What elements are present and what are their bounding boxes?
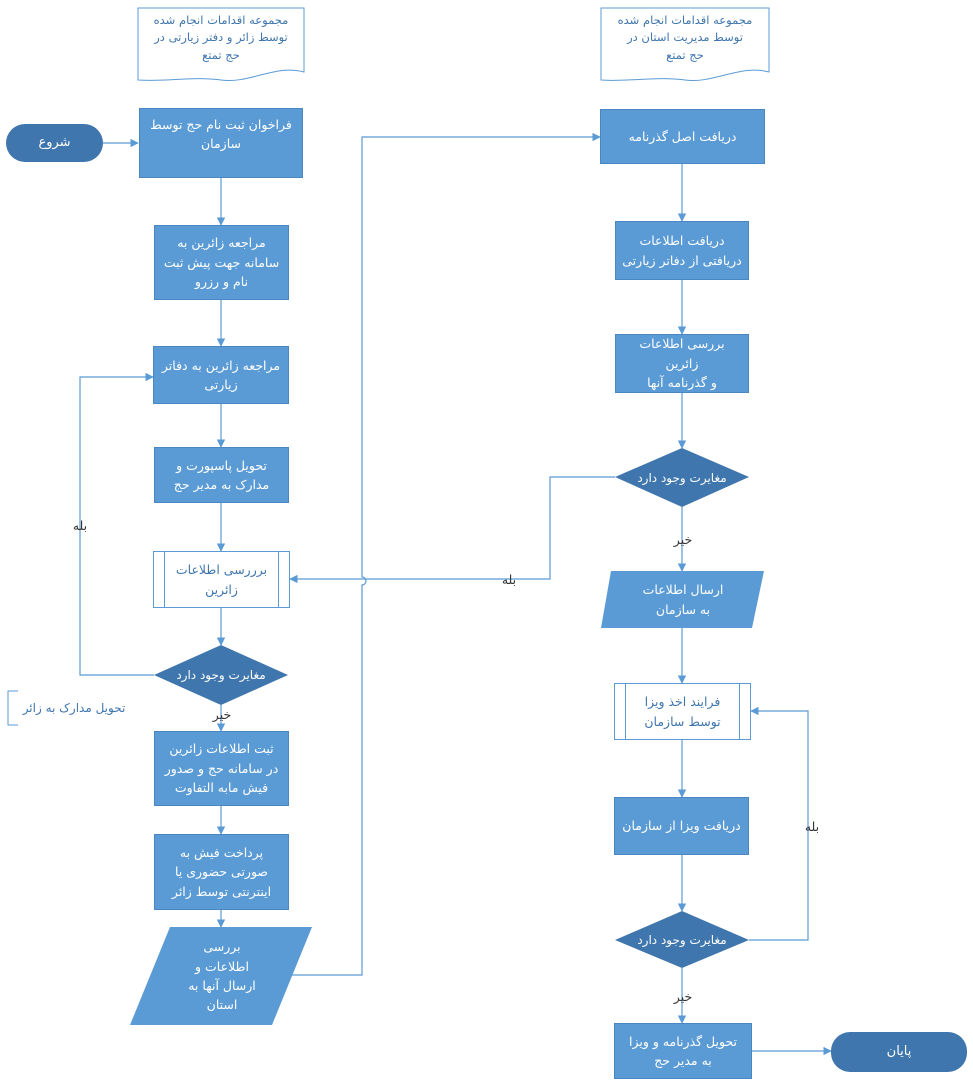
right-yes-label-2: بله (804, 819, 820, 834)
decision-right-2 (615, 911, 749, 968)
left-data-shape (130, 927, 312, 1025)
return-documents-note: تحویل مدارک به زائر (22, 701, 126, 715)
decision-right-1 (615, 448, 749, 507)
right-no-label-2: خیر (673, 989, 693, 1004)
right-header-text: مجموعه اقدامات انجام شده توسط مدیریت است… (617, 13, 753, 62)
note-bracket (7, 690, 18, 726)
left-data-label: بررسی اطلاعات و ارسال آنها به استان (188, 939, 256, 1013)
decision-left-label: مغایرت وجود دارد (176, 667, 266, 682)
deliver-passport-visa-box: تحویل گذرنامه و ویزا به مدیر حج (614, 1023, 752, 1079)
pay-receipt-box: پرداخت فیش به صورتی حضوری یا اینترنتی تو… (154, 834, 289, 910)
left-connectors (79, 138, 226, 928)
review-passports-box: بررسی اطلاعات زائرین و گذرنامه آنها (615, 334, 749, 393)
pre-registration-box: مراجعه زائرین به سامانه جهت پیش ثبت نام … (154, 225, 289, 300)
register-in-system-box: ثبت اطلاعات زائرین در سامانه حج و صدور ف… (154, 731, 289, 806)
left-header-document (137, 7, 305, 82)
receive-passport-box: دریافت اصل گذرنامه (600, 109, 765, 164)
right-header-document (600, 7, 770, 82)
right-data-shape (601, 571, 764, 628)
left-header-text: مجموعه اقدامات انجام شده توسط زائر و دفت… (153, 13, 289, 62)
left-yes-label: بله (72, 518, 88, 533)
right-yes-label-1: بله (501, 572, 517, 587)
deliver-passport-box: تحویل پاسپورت و مدارک به مدیر حج (154, 447, 289, 503)
cross-connectors (289, 132, 615, 976)
receive-office-info-box: دریافت اطلاعات دریافتی از دفاتر زیارتی (615, 221, 749, 280)
end-terminal: پایان (831, 1032, 967, 1072)
receive-visa-box: دریافت ویزا از سازمان (614, 797, 749, 855)
visa-process-box: فرایند اخذ ویزا توسط سازمان (614, 683, 751, 740)
registration-call-box: فراخوان ثبت نام حج توسط سازمان (139, 108, 303, 178)
left-no-label: خیر (212, 707, 232, 722)
decision-left (154, 645, 288, 705)
visit-office-box: مراجعه زائرین به دفاتر زیارتی (153, 346, 289, 404)
right-data-label: ارسال اطلاعات به سازمان (642, 582, 724, 617)
right-no-label-1: خیر (673, 532, 693, 547)
decision-right-1-label: مغایرت وجود دارد (637, 470, 727, 485)
right-connectors (677, 164, 832, 1056)
start-terminal: شروع (6, 124, 103, 162)
review-pilgrims-process: برررسی اطلاعات زائرین (153, 551, 290, 608)
decision-right-2-label: مغایرت وجود دارد (637, 932, 727, 947)
